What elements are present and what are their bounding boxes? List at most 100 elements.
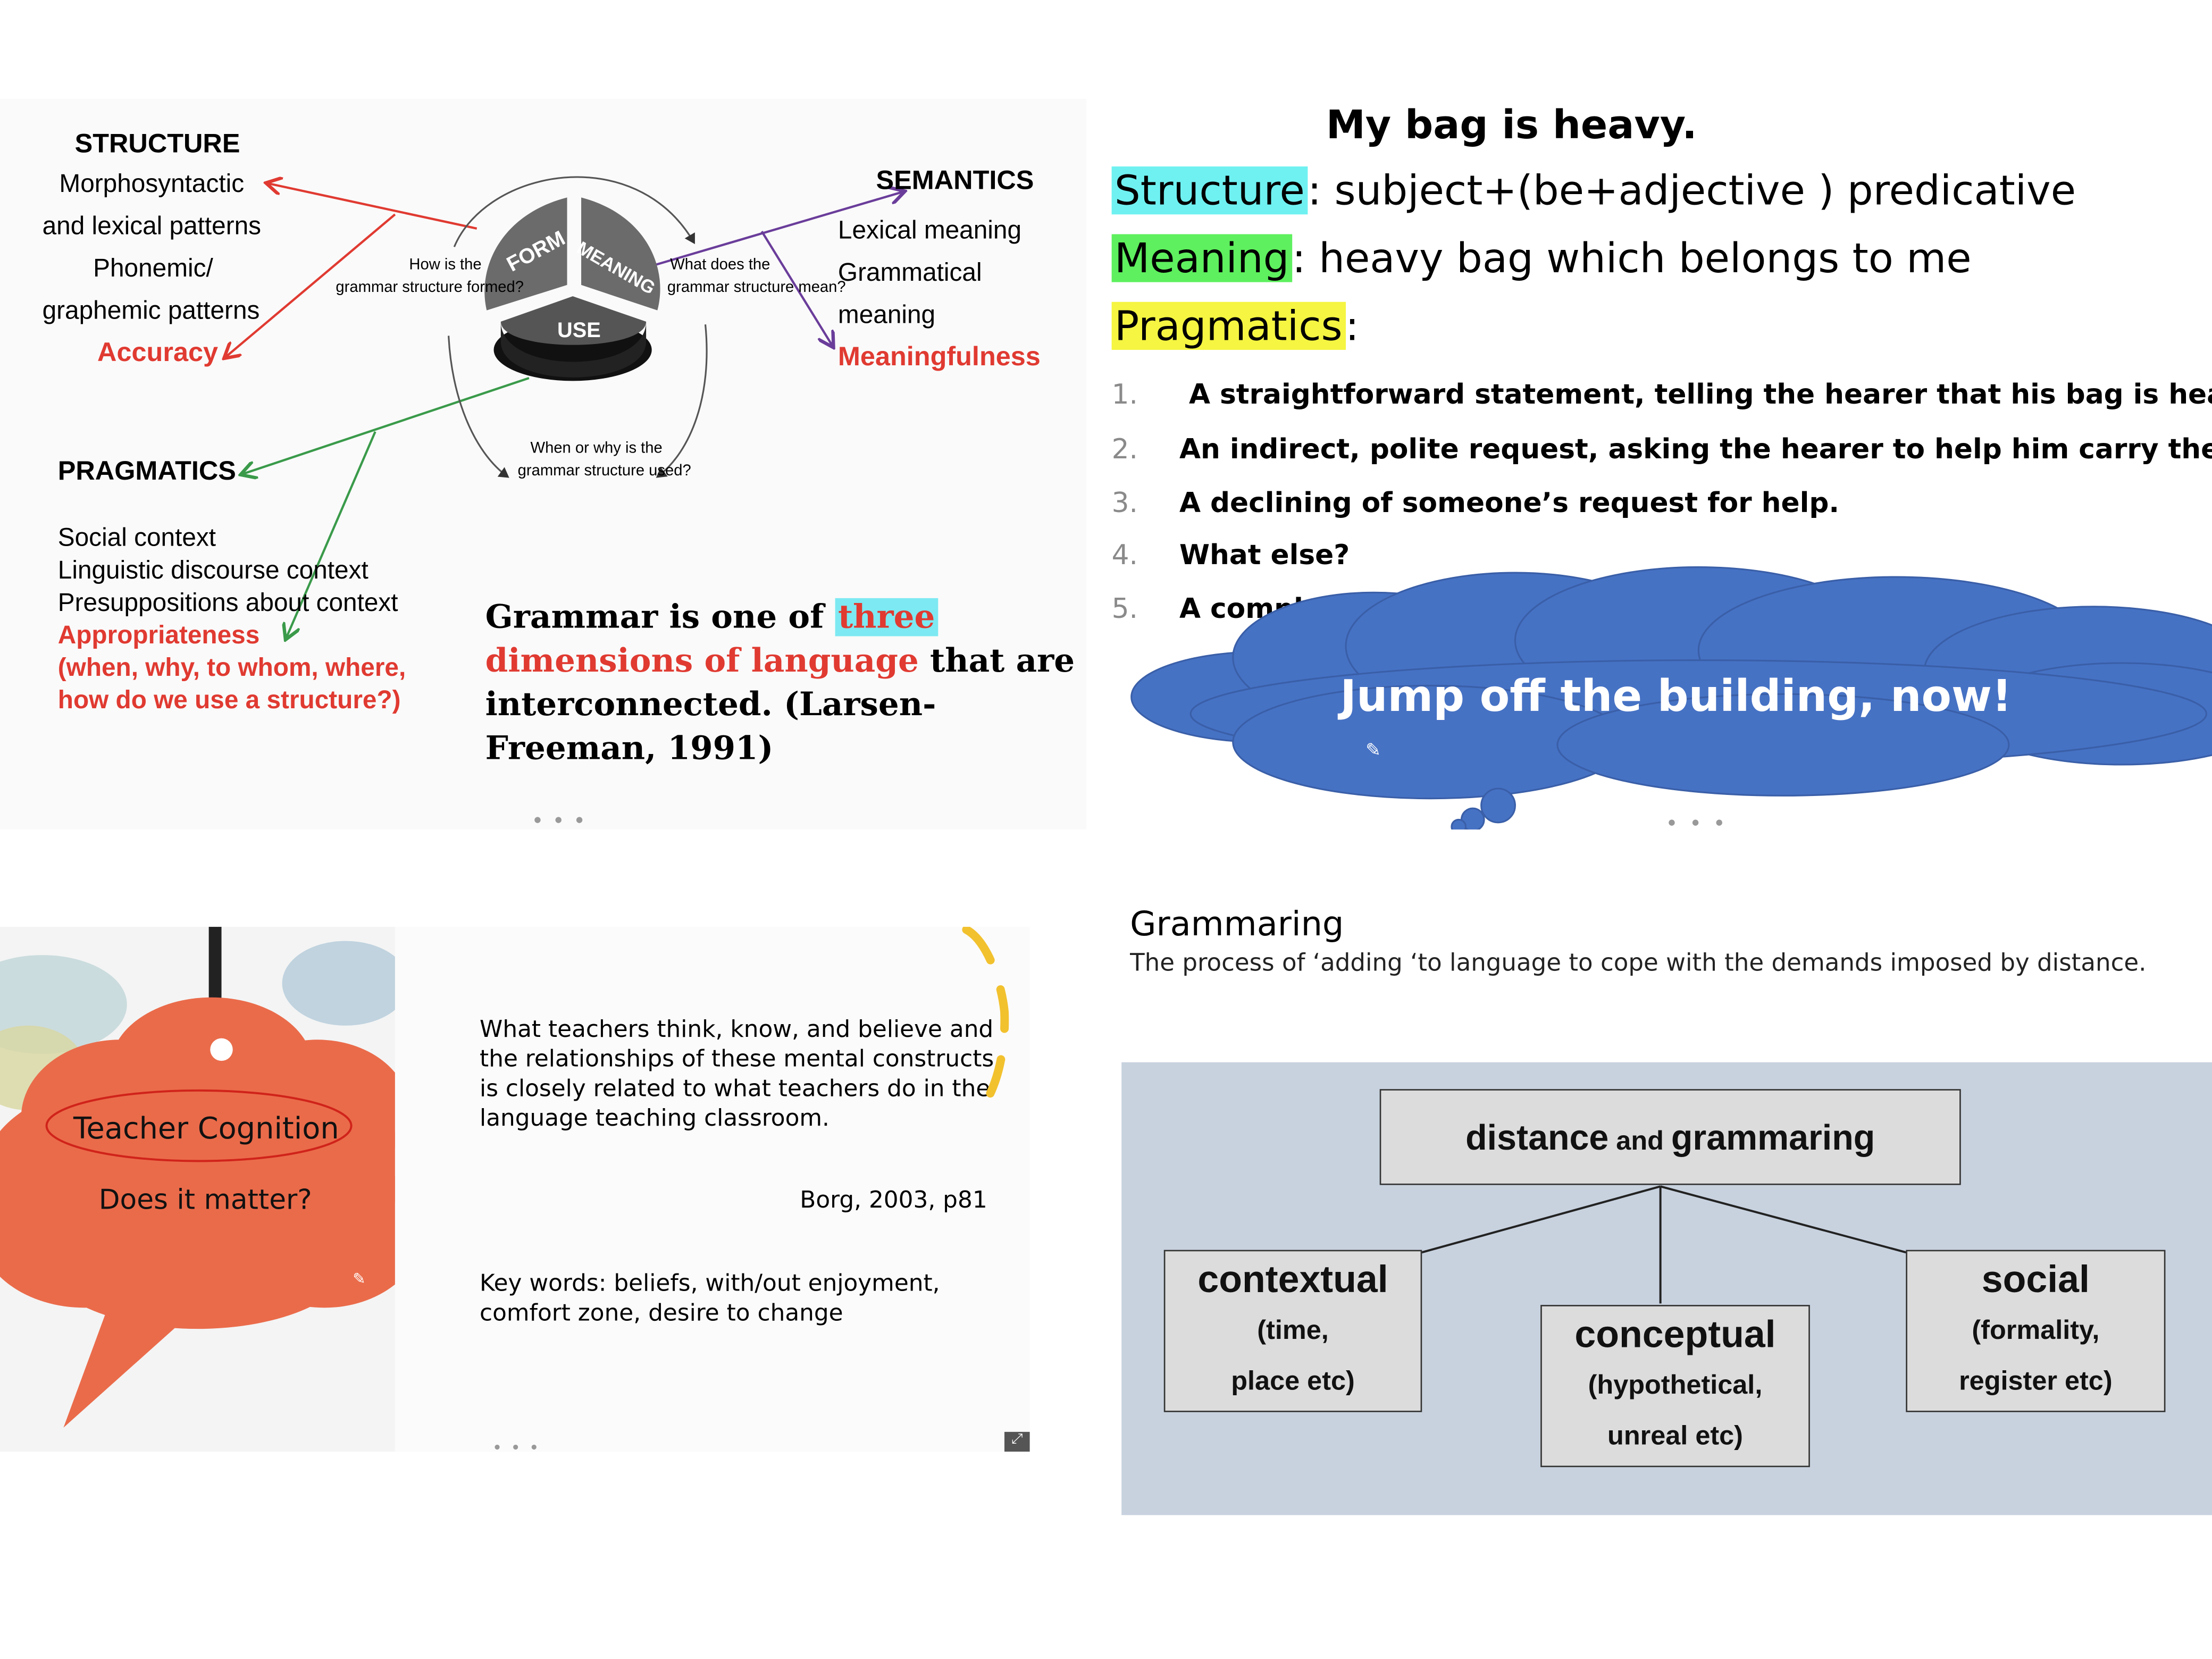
contextual-title: contextual	[1197, 1258, 1388, 1301]
semantics-line-3: meaning	[837, 300, 936, 329]
pie-form-question-2: grammar structure formed?	[336, 279, 524, 297]
bubble-title: Teacher Cognition	[73, 1111, 339, 1146]
thought-cloud	[1130, 566, 2212, 830]
structure-arrow	[268, 183, 477, 230]
expand-icon[interactable]: ⤢	[1004, 1431, 1030, 1452]
keywords-line-1: Key words: beliefs, with/out enjoyment,	[480, 1269, 940, 1297]
borg-quote: What teachers think, know, and believe a…	[480, 1015, 994, 1133]
yellow-arc-decoration	[962, 927, 1009, 1098]
pragmatics-line-3: Presuppositions about context	[57, 588, 398, 617]
pie-form-slice	[484, 197, 567, 311]
grammaring-title: Grammaring	[1130, 904, 1344, 944]
item-2-text: An indirect, polite request, asking the …	[1179, 433, 2212, 466]
structure-row: Structure: subject+(be+adjective ) predi…	[1111, 166, 2076, 215]
pragmatics-question-2: how do we use a structure?)	[57, 685, 401, 714]
structure-definition: : subject+(be+adjective ) predicative	[1308, 166, 2076, 215]
item-1-text: A straightforward statement, telling the…	[1179, 378, 2212, 411]
pencil-icon[interactable]: ✎	[353, 1271, 366, 1288]
item-5-number: 5.	[1111, 592, 1138, 625]
pragmatics-row: Pragmatics:	[1111, 301, 1359, 350]
item-4-text: What else?	[1179, 539, 1350, 572]
pragmatics-item-3: 3. A declining of someone’s request for h…	[1112, 487, 1839, 519]
diagram-connectors	[1420, 1185, 1908, 1304]
conceptual-line-1: (hypothetical,	[1588, 1371, 1763, 1401]
keywords: Key words: beliefs, with/out enjoyment, …	[480, 1268, 940, 1327]
semantics-arrow	[634, 192, 903, 272]
contextual-box: contextual (time, place etc)	[1163, 1250, 1422, 1412]
item-1-number: 1.	[1111, 378, 1138, 411]
grammar-quote: Grammar is one of three dimensions of la…	[485, 596, 1075, 770]
item-4-number: 4.	[1111, 539, 1138, 572]
pie-use-label: USE	[557, 319, 601, 343]
quote-line-1: What teachers think, know, and believe a…	[480, 1016, 994, 1043]
quote-line-4: language teaching classroom.	[480, 1104, 830, 1132]
social-title: social	[1981, 1258, 2090, 1301]
quote-line-2: the relationships of these mental constr…	[480, 1045, 994, 1073]
pie-meaning-slice	[581, 197, 660, 311]
structure-heading: STRUCTURE	[74, 130, 240, 160]
slide1-more-dots[interactable]: ● ● ●	[533, 812, 588, 828]
contextual-line-2: place etc)	[1231, 1367, 1355, 1397]
structure-line-4: graphemic patterns	[42, 296, 260, 325]
appropriateness-label: Appropriateness	[57, 621, 260, 649]
top-box-and: and	[1608, 1127, 1671, 1157]
slide-grammar-dimensions: STRUCTURE Morphosyntactic and lexical pa…	[0, 98, 1086, 830]
semantics-heading: SEMANTICS	[876, 166, 1034, 196]
meaning-label-highlight: Meaning	[1111, 234, 1292, 282]
pragmatics-item-1: 1. A straightforward statement, telling …	[1112, 378, 2212, 410]
slide-grammaring: Grammaring The process of ‘adding ‘to la…	[1105, 897, 2212, 1518]
cycle-arrow-left	[448, 336, 509, 478]
structure-line-3: Phonemic/	[93, 254, 213, 282]
pie-use-question-1: When or why is the	[530, 440, 663, 457]
structure-label-highlight: Structure	[1111, 166, 1308, 215]
orange-speech-bubble	[0, 997, 395, 1428]
pie-meaning-question-1: What does the	[670, 256, 770, 274]
social-box: social (formality, register etc)	[1906, 1250, 2166, 1412]
cloud-text: Jump off the building, now!	[1340, 671, 2012, 723]
conceptual-title: conceptual	[1574, 1313, 1776, 1356]
thought-cloud-svg	[1130, 566, 2212, 830]
social-line-1: (formality,	[1972, 1316, 2100, 1346]
slide3-more-dots[interactable]: ● ● ●	[493, 1440, 542, 1452]
meaningfulness-arrow	[760, 230, 833, 346]
pencil-icon[interactable]: ✎	[1365, 739, 1381, 760]
item-3-number: 3.	[1111, 487, 1138, 520]
pragmatics-heading: PRAGMATICS	[57, 457, 236, 487]
quote-line-3: is closely related to what teachers do i…	[480, 1075, 991, 1102]
semantics-line-1: Lexical meaning	[837, 215, 1022, 244]
conceptual-box: conceptual (hypothetical, unreal etc)	[1540, 1305, 1810, 1468]
structure-line-1: Morphosyntactic	[59, 169, 245, 198]
cycle-arrow-right	[656, 324, 708, 478]
pie-meaning-question-2: grammar structure mean?	[667, 279, 846, 297]
item-3-text: A declining of someone’s request for hel…	[1179, 487, 1840, 520]
quote-part-2: that are	[918, 642, 1075, 680]
slide2-more-dots[interactable]: ● ● ●	[1667, 815, 1729, 830]
slide-my-bag-is-heavy: My bag is heavy. Structure: subject+(be+…	[1105, 51, 2212, 830]
pragmatics-line-1: Social context	[57, 523, 216, 552]
bubble-question: Does it matter?	[98, 1183, 312, 1216]
meaning-definition: : heavy bag which belongs to me	[1292, 234, 1972, 282]
slide2-title: My bag is heavy.	[1326, 102, 1697, 148]
meaning-row: Meaning: heavy bag which belongs to me	[1111, 234, 1972, 282]
quote-three: three	[835, 598, 938, 636]
pie-use-slice	[500, 296, 647, 345]
pragmatics-question-1: (when, why, to whom, where,	[57, 653, 406, 682]
top-box: distance and grammaring	[1379, 1089, 1961, 1185]
borg-citation: Borg, 2003, p81	[800, 1186, 987, 1213]
dimensions-diagram-svg	[0, 99, 1086, 830]
top-box-distance: distance	[1465, 1118, 1609, 1159]
pie-form-question-1: How is the	[409, 256, 482, 274]
slide-teacher-cognition: Teacher Cognition Does it matter? ✎ What…	[0, 927, 1030, 1452]
quote-dimensions: dimensions of language	[485, 642, 919, 680]
top-box-grammaring: grammaring	[1671, 1118, 1875, 1159]
contextual-line-1: (time,	[1257, 1316, 1329, 1346]
item-2-number: 2.	[1111, 433, 1138, 466]
conceptual-line-2: unreal etc)	[1607, 1422, 1743, 1452]
pragmatics-item-2: 2. An indirect, polite request, asking th…	[1112, 433, 2212, 465]
quote-line-4: Freeman, 1991)	[485, 729, 774, 768]
accuracy-arrow	[225, 213, 396, 357]
structure-line-2: and lexical patterns	[42, 211, 262, 240]
keywords-line-2: comfort zone, desire to change	[480, 1299, 843, 1326]
pragmatics-item-4: 4. What else?	[1112, 539, 1350, 571]
